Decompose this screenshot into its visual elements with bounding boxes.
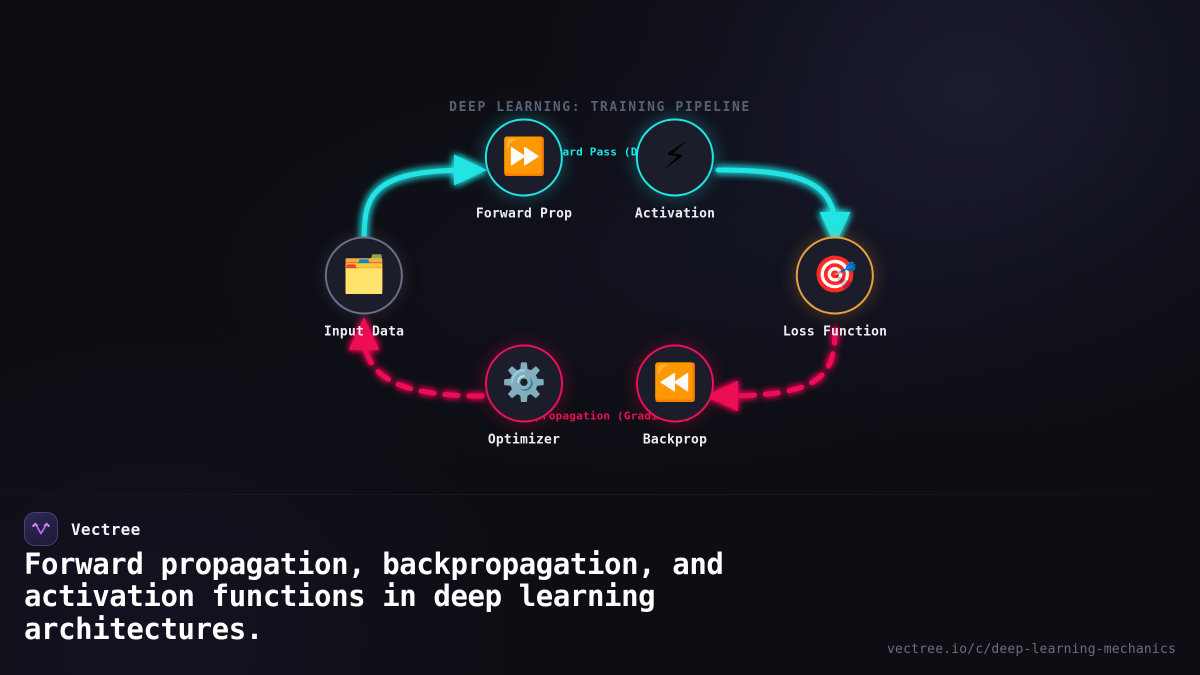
footer: Vectree Forward propagation, backpropaga…: [0, 495, 1200, 675]
node-loss-function-label: Loss Function: [782, 324, 888, 340]
brand-name: Vectree: [71, 519, 141, 539]
node-input-data[interactable]: 🗂️ Input Data: [323, 236, 405, 340]
rewind-icon: ⏪: [652, 362, 698, 404]
node-activation-circle[interactable]: ⚡: [636, 118, 714, 197]
node-forward-prop-circle[interactable]: ⏩: [484, 118, 563, 197]
target-dart-icon: 🎯: [812, 254, 858, 296]
edge-loss-to-backprop: [705, 327, 838, 412]
node-loss-function-circle[interactable]: 🎯: [795, 236, 874, 315]
node-backprop-label: Backprop: [642, 432, 708, 448]
lightning-bolt-icon: ⚡: [662, 136, 688, 178]
fast-forward-icon: ⏩: [501, 136, 547, 178]
diagram-edges: [348, 154, 851, 412]
section-divider: [0, 494, 1200, 495]
node-backprop[interactable]: ⏪ Backprop: [636, 344, 714, 448]
node-backprop-circle[interactable]: ⏪: [636, 344, 714, 423]
edge-label-forward-pass: Forward Pass (Data): [535, 145, 665, 159]
diagram-title: DEEP LEARNING: TRAINING PIPELINE: [449, 100, 751, 115]
node-loss-function[interactable]: 🎯 Loss Function: [782, 236, 888, 340]
gear-icon: ⚙️: [501, 362, 547, 404]
headline: Forward propagation, backpropagation, an…: [24, 547, 724, 646]
node-input-data-label: Input Data: [323, 324, 405, 340]
brand-row[interactable]: Vectree: [24, 512, 141, 546]
edge-label-backpropagation: Backpropagation (Gradients): [507, 409, 693, 423]
diagram-stage: DEEP LEARNING: TRAINING PIPELINE: [323, 100, 888, 448]
node-optimizer-label: Optimizer: [487, 432, 561, 448]
node-activation[interactable]: ⚡ Activation: [634, 118, 716, 222]
node-input-data-circle[interactable]: 🗂️: [325, 236, 403, 315]
node-forward-prop-label: Forward Prop: [475, 206, 573, 222]
edge-input-to-forward: [361, 154, 487, 249]
node-forward-prop[interactable]: ⏩ Forward Prop: [475, 118, 573, 222]
edge-optimizer-to-input: [348, 317, 485, 399]
node-activation-label: Activation: [634, 206, 716, 222]
node-optimizer-circle[interactable]: ⚙️: [485, 344, 563, 423]
site-url: vectree.io/c/deep-learning-mechanics: [887, 642, 1176, 657]
vectree-branch-logo-icon: [24, 512, 58, 546]
card-index-dividers-icon: 🗂️: [341, 254, 387, 296]
node-optimizer[interactable]: ⚙️ Optimizer: [485, 344, 563, 448]
edge-activation-to-loss: [715, 167, 851, 245]
